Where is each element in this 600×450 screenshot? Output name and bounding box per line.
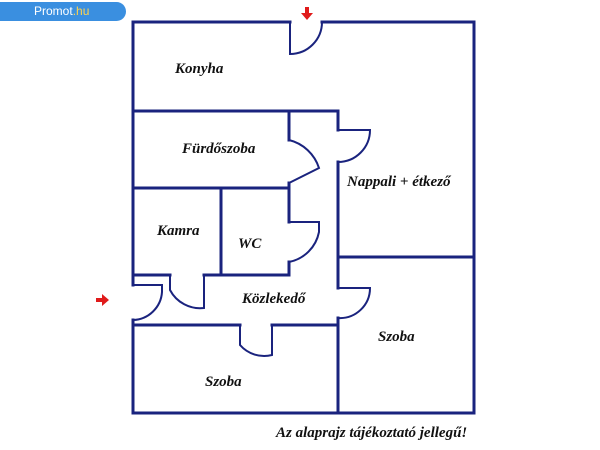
doors	[132, 21, 372, 357]
door-living	[337, 129, 372, 163]
interior-walls	[131, 109, 476, 415]
watermark-badge: Promot.hu	[0, 2, 126, 21]
room-label-szoba-right: Szoba	[378, 329, 415, 345]
door-pantry	[169, 275, 205, 310]
door-bottom-room	[239, 325, 273, 357]
door-entrance-left	[132, 284, 163, 321]
outer-walls	[131, 20, 476, 415]
entrance-arrow-left-icon	[96, 294, 109, 306]
watermark-tld: .hu	[72, 4, 90, 18]
room-label-konyha: Konyha	[174, 61, 224, 77]
door-bathroom	[288, 139, 321, 184]
room-label-kozlekedo: Közlekedő	[241, 291, 307, 307]
room-label-szoba-bottom: Szoba	[205, 374, 242, 390]
door-right-room	[337, 287, 372, 320]
room-label-kamra: Kamra	[156, 223, 200, 239]
watermark-brand: Promot	[34, 4, 73, 18]
disclaimer-text: Az alaprajz tájékoztató jellegű!	[276, 425, 468, 441]
entrance-arrow-top-icon	[301, 7, 313, 20]
entrance-arrows	[96, 7, 313, 306]
room-label-wc: WC	[238, 236, 262, 252]
room-label-furdoszoba: Fürdőszoba	[181, 141, 256, 157]
door-entrance-top	[289, 21, 323, 56]
room-label-nappali: Nappali + étkező	[346, 174, 452, 190]
door-wc	[288, 221, 320, 263]
